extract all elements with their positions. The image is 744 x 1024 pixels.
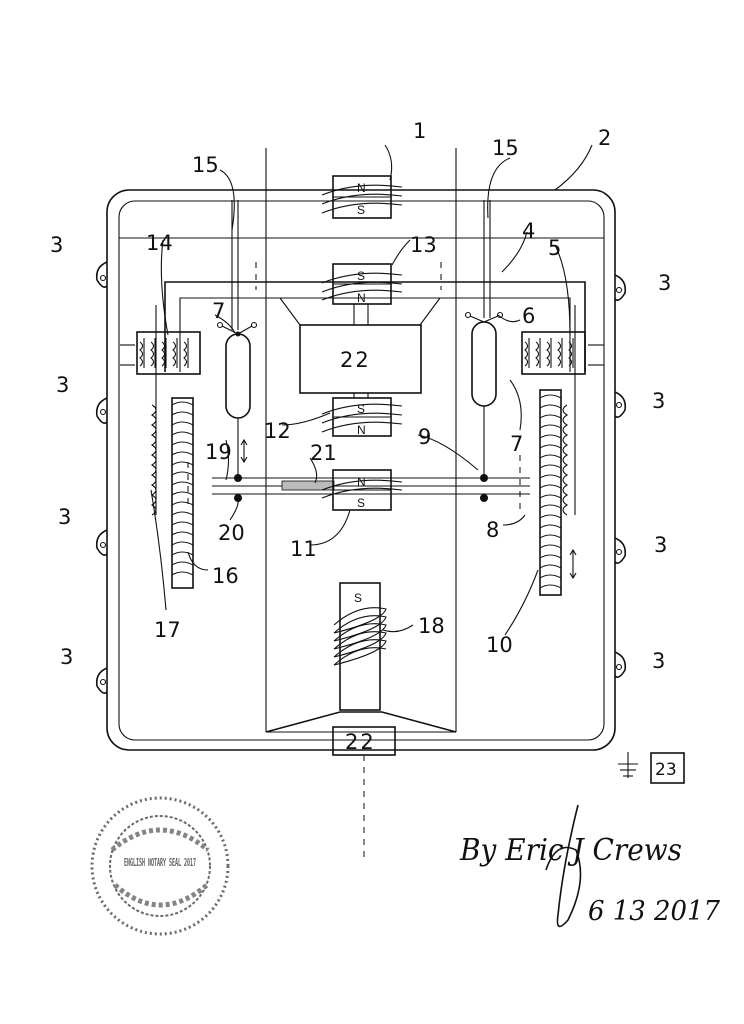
- label-19: 19: [205, 440, 232, 464]
- label-6: 6: [522, 304, 535, 328]
- label-9: 9: [418, 425, 431, 449]
- signature-block: By Eric J Crews 6 13 2017: [459, 804, 721, 928]
- magnet-1-pole-s: S: [357, 203, 365, 217]
- label-16: 16: [212, 564, 239, 588]
- label-12: 12: [264, 419, 291, 443]
- magnet-11-pole-n: N: [357, 475, 366, 489]
- magnet-11-shaft: N S: [212, 469, 530, 511]
- label-13: 13: [410, 233, 437, 257]
- label-7-right: 7: [510, 432, 523, 456]
- magnet-13-pole-n: N: [357, 291, 366, 305]
- magnet-12: S N: [321, 393, 403, 437]
- magnet-1: N S: [321, 175, 403, 219]
- stamp-text: ENGLISH NOTARY SEAL 2017: [124, 856, 196, 869]
- dashed-marks: [187, 262, 521, 515]
- label-5: 5: [548, 236, 561, 260]
- signature-name: By Eric J Crews: [459, 833, 682, 868]
- rods: [231, 200, 491, 330]
- label-3-right-2: 3: [652, 389, 665, 413]
- magnet-13-pole-s: S: [357, 269, 365, 283]
- reference-numerals: 1 2 3 3 3 3 3 3 3 3 4 5 6 7 7 8 9 10 11 …: [50, 119, 671, 673]
- magnet-1-pole-n: N: [357, 181, 366, 195]
- label-10: 10: [486, 633, 513, 657]
- label-3-right-4: 3: [652, 649, 665, 673]
- label-11: 11: [290, 537, 317, 561]
- leader-lines: [150, 144, 593, 636]
- signature-date: 6 13 2017: [588, 896, 721, 927]
- label-8: 8: [486, 518, 499, 542]
- block-22-label: 22: [340, 348, 371, 372]
- solenoid-18: S: [333, 582, 387, 711]
- housing: [106, 189, 616, 751]
- label-3-left-4: 3: [60, 645, 73, 669]
- coils-lower: [150, 389, 577, 596]
- magnet-13: S N: [321, 263, 403, 305]
- ground-symbol: 23: [618, 752, 685, 784]
- label-3-right-1: 3: [658, 271, 671, 295]
- solenoid-pole-s: S: [354, 591, 362, 605]
- label-4: 4: [522, 219, 535, 243]
- block-22: 22: [279, 297, 441, 394]
- label-2: 2: [598, 126, 611, 150]
- label-20: 20: [218, 521, 245, 545]
- magnet-11-pole-s: S: [357, 496, 365, 510]
- label-3-left-2: 3: [56, 373, 69, 397]
- mounting-tabs: [95, 261, 627, 694]
- bottom-base: 22: [265, 711, 457, 860]
- base-block-22-label: 22: [345, 730, 376, 754]
- notary-stamp: ENGLISH NOTARY SEAL 2017: [90, 796, 230, 936]
- label-3-left-1: 3: [50, 233, 63, 257]
- label-7-left: 7: [212, 299, 225, 323]
- label-15-right: 15: [492, 136, 519, 160]
- label-15-left: 15: [192, 153, 219, 177]
- label-1: 1: [413, 119, 426, 143]
- reed-switches: [216, 311, 504, 478]
- label-23: 23: [655, 760, 677, 780]
- coils-upper: [136, 331, 586, 375]
- label-14: 14: [146, 231, 173, 255]
- magnet-12-pole-n: N: [357, 423, 366, 437]
- magnet-12-pole-s: S: [357, 402, 365, 416]
- label-18: 18: [418, 614, 445, 638]
- label-17: 17: [154, 618, 181, 642]
- label-21: 21: [310, 441, 337, 465]
- label-3-left-3: 3: [58, 505, 71, 529]
- label-3-right-3: 3: [654, 533, 667, 557]
